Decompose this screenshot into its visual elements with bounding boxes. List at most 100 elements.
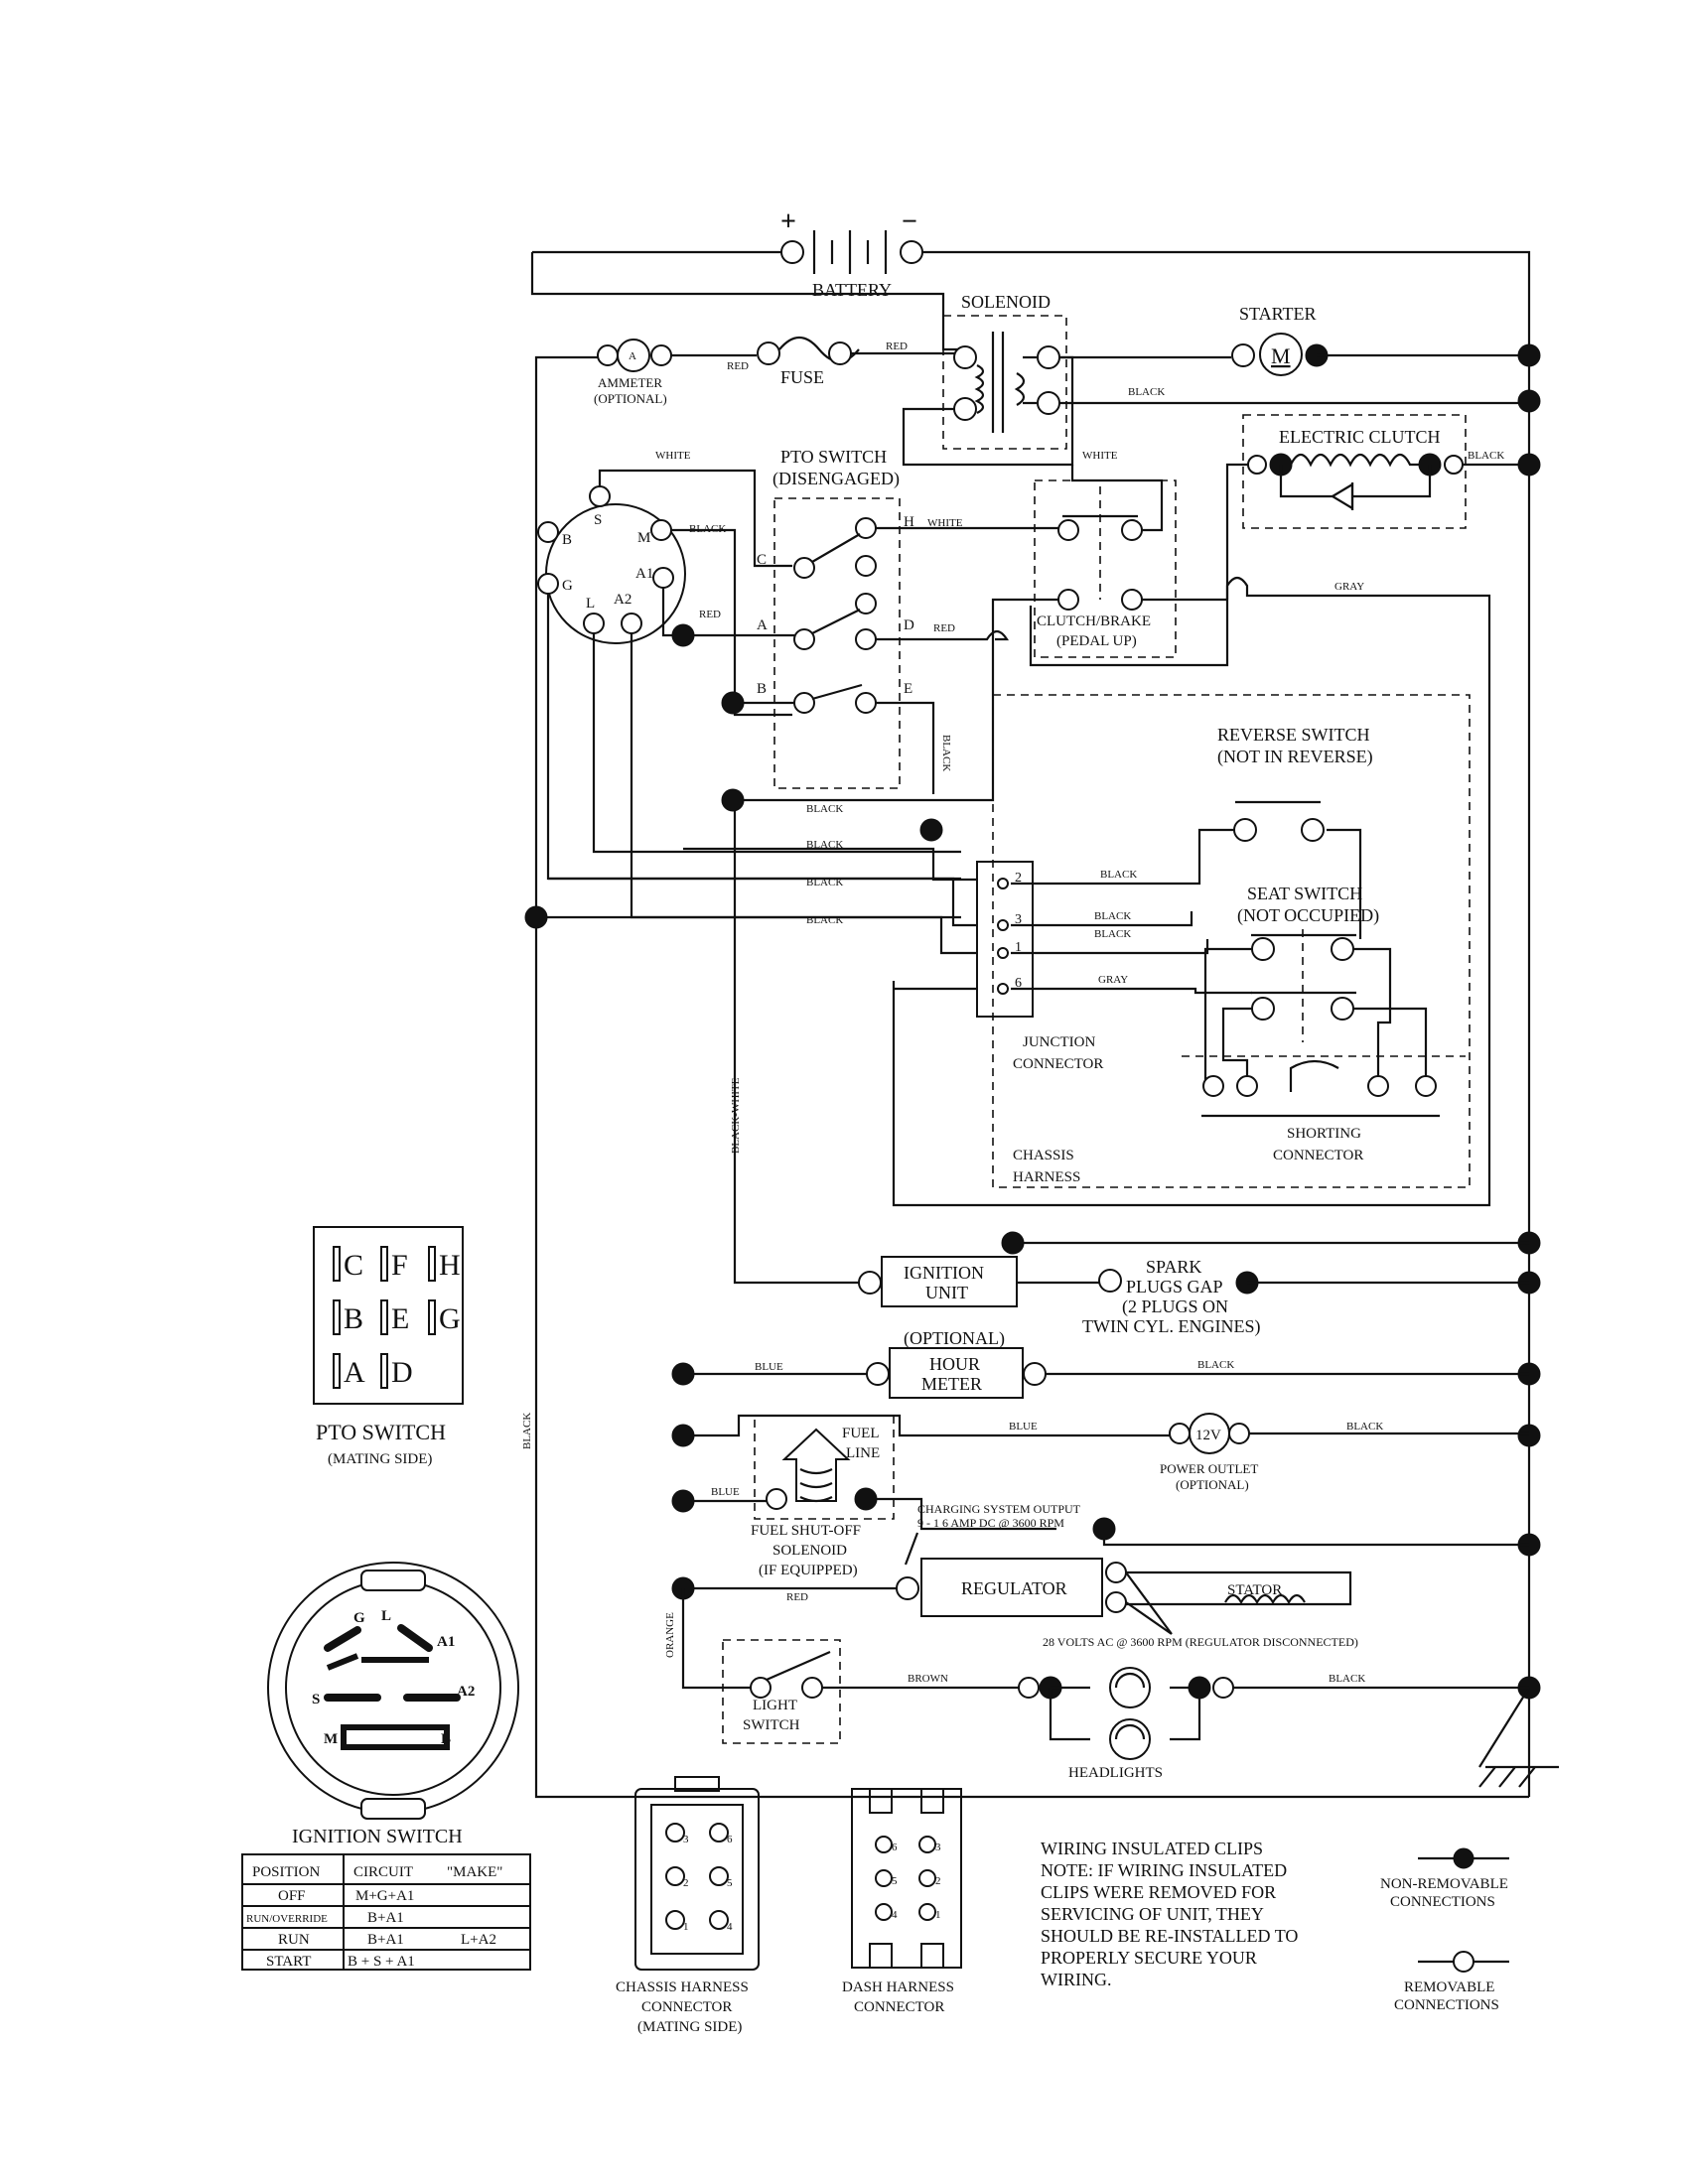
- dash-pin: [918, 1903, 936, 1921]
- note-line-6: PROPERLY SECURE YOUR: [1041, 1948, 1257, 1968]
- shorting-label-2: CONNECTOR: [1273, 1148, 1363, 1163]
- ign-b: B: [562, 532, 572, 548]
- pto-d-red-wire: RED: [933, 622, 955, 634]
- chassis-pin-5: 5: [727, 1877, 733, 1889]
- light-switch-label-2: SWITCH: [743, 1717, 800, 1733]
- fuel-blue-wire: BLUE: [711, 1486, 740, 1498]
- dash-pin: [875, 1836, 893, 1853]
- orange-wire: ORANGE: [664, 1612, 676, 1658]
- outlet-blue-wire: BLUE: [1009, 1421, 1038, 1433]
- chassis-connector-label-1: CHASSIS HARNESS: [616, 1979, 749, 1995]
- jc-6: 6: [1015, 976, 1022, 991]
- ammeter-symbol: A: [629, 350, 636, 362]
- junction-label-1: JUNCTION: [1023, 1034, 1095, 1050]
- clutch-black-wire: BLACK: [1468, 450, 1504, 462]
- ign-black-wire: BLACK: [689, 523, 726, 535]
- row-run-make: L+A2: [461, 1932, 496, 1948]
- chassis-harness: REVERSE SWITCH (NOT IN REVERSE) BLACK SE…: [524, 623, 1471, 1271]
- ammeter-label-2: (OPTIONAL): [594, 391, 667, 406]
- bundle-black-wire-1: BLACK: [806, 803, 843, 815]
- dash-pin-2: 2: [935, 1875, 941, 1887]
- spark-label-4: TWIN CYL. ENGINES): [1082, 1316, 1260, 1337]
- chassis-pin: [665, 1823, 685, 1843]
- pto-pin-bracket: [380, 1246, 388, 1282]
- bundle-black-wire-3: BLACK: [806, 877, 843, 888]
- reverse-switch-label-1: REVERSE SWITCH: [1217, 725, 1370, 745]
- jc-1: 1: [1015, 940, 1022, 955]
- table-header-circuit: CIRCUIT: [353, 1864, 413, 1880]
- note-line-4: SERVICING OF UNIT, THEY: [1041, 1904, 1264, 1924]
- black-white-wire: BLACK-WHITE: [730, 1077, 742, 1154]
- ignition-unit-label-2: UNIT: [925, 1283, 968, 1302]
- pto-a: A: [757, 617, 768, 633]
- ign-a1: A1: [635, 566, 653, 582]
- note-line-5: SHOULD BE RE-INSTALLED TO: [1041, 1926, 1298, 1946]
- row-run-position: RUN: [278, 1932, 310, 1948]
- junction-label-2: CONNECTOR: [1013, 1056, 1103, 1072]
- chassis-pin-1: 1: [683, 1921, 689, 1933]
- clutch-brake: WHITE CLUTCH/BRAKE (PEDAL UP) GRAY: [892, 450, 1491, 1207]
- ignition-switch-schematic: S B M G A1 L A2 WHITE BLACK: [534, 450, 1529, 1799]
- ammeter-label-1: AMMETER: [598, 375, 662, 390]
- chassis-pin: [665, 1910, 685, 1930]
- reverse-black-wire: BLACK: [1100, 869, 1137, 881]
- pto-pin-e: E: [391, 1302, 409, 1335]
- bundle-black-wire-4: BLACK: [806, 914, 843, 926]
- legend-non-removable-1: NON-REMOVABLE: [1380, 1876, 1508, 1892]
- notes: WIRING INSULATED CLIPS NOTE: IF WIRING I…: [1041, 1839, 1298, 1989]
- dash-pin: [875, 1869, 893, 1887]
- pto-pin-f: F: [391, 1249, 408, 1282]
- note-line-1: WIRING INSULATED CLIPS: [1041, 1839, 1263, 1858]
- chassis-pin-3: 3: [683, 1834, 689, 1845]
- pto-pin-bracket: [333, 1299, 341, 1335]
- table-header-make: "MAKE": [447, 1864, 502, 1880]
- regulator: CHARGING SYSTEM OUTPUT 9 - 1 6 AMP DC @ …: [671, 1502, 1529, 1649]
- pto-mating-title: PTO SWITCH: [316, 1420, 446, 1444]
- pto-pin-bracket: [333, 1353, 341, 1389]
- ign-face-a1: A1: [437, 1634, 455, 1650]
- left-bus-black-wire: BLACK: [521, 1413, 533, 1449]
- dash-pin-6: 6: [892, 1842, 898, 1853]
- solenoid-label: SOLENOID: [961, 292, 1051, 312]
- ignition-table: POSITION CIRCUIT "MAKE" OFF M+G+A1 RUN/O…: [241, 1853, 531, 1971]
- pto-pin-h: H: [439, 1249, 461, 1282]
- dash-pin: [875, 1903, 893, 1921]
- hour-meter-blue-wire: BLUE: [755, 1361, 783, 1373]
- ign-white-wire: WHITE: [655, 450, 691, 462]
- legend-non-removable-2: CONNECTIONS: [1390, 1894, 1495, 1910]
- reverse-switch-label-2: (NOT IN REVERSE): [1217, 747, 1373, 767]
- chassis-pin-2: 2: [683, 1877, 689, 1889]
- pto-a-red-wire: RED: [699, 609, 721, 620]
- note-line-3: CLIPS WERE REMOVED FOR: [1041, 1882, 1276, 1902]
- dash-pin-3: 3: [935, 1842, 941, 1853]
- ign-g: G: [562, 578, 573, 594]
- chassis-pin-4: 4: [727, 1921, 733, 1933]
- ign-face-l: L: [381, 1608, 391, 1624]
- legend: NON-REMOVABLE CONNECTIONS REMOVABLE CONN…: [1380, 1847, 1509, 2013]
- fuse-red-wire: RED: [886, 341, 908, 352]
- battery-plus: +: [780, 206, 796, 237]
- fuse-label: FUSE: [780, 367, 824, 387]
- starter-label: STARTER: [1239, 304, 1316, 324]
- starter-black-wire: BLACK: [1128, 386, 1165, 398]
- regulator-red-wire: RED: [786, 1591, 808, 1603]
- ammeter-fuse: A AMMETER (OPTIONAL) RED FUSE RED: [534, 336, 954, 536]
- ign-l: L: [586, 596, 595, 612]
- spark-label-3: (2 PLUGS ON: [1122, 1297, 1228, 1317]
- chassis-harness-label-1: CHASSIS: [1013, 1148, 1074, 1163]
- chassis-connector-label-2: CONNECTOR: [641, 1999, 732, 2015]
- row-start-circuit: B + S + A1: [348, 1954, 415, 1970]
- row-run-circuit: B+A1: [367, 1932, 404, 1948]
- outlet-black-wire: BLACK: [1346, 1421, 1383, 1433]
- ammeter-red-wire: RED: [727, 360, 749, 372]
- hour-meter-optional: (OPTIONAL): [904, 1328, 1005, 1349]
- pto-switch-label-2: (DISENGAGED): [772, 469, 900, 489]
- legend-removable-2: CONNECTIONS: [1394, 1997, 1499, 2013]
- note-line-7: WIRING.: [1041, 1970, 1111, 1989]
- pto-h-white-wire: WHITE: [927, 517, 963, 529]
- light-switch-label-1: LIGHT: [753, 1698, 797, 1713]
- clutch-brake-gray-wire: GRAY: [1334, 581, 1364, 593]
- pto-pin-c: C: [344, 1249, 363, 1282]
